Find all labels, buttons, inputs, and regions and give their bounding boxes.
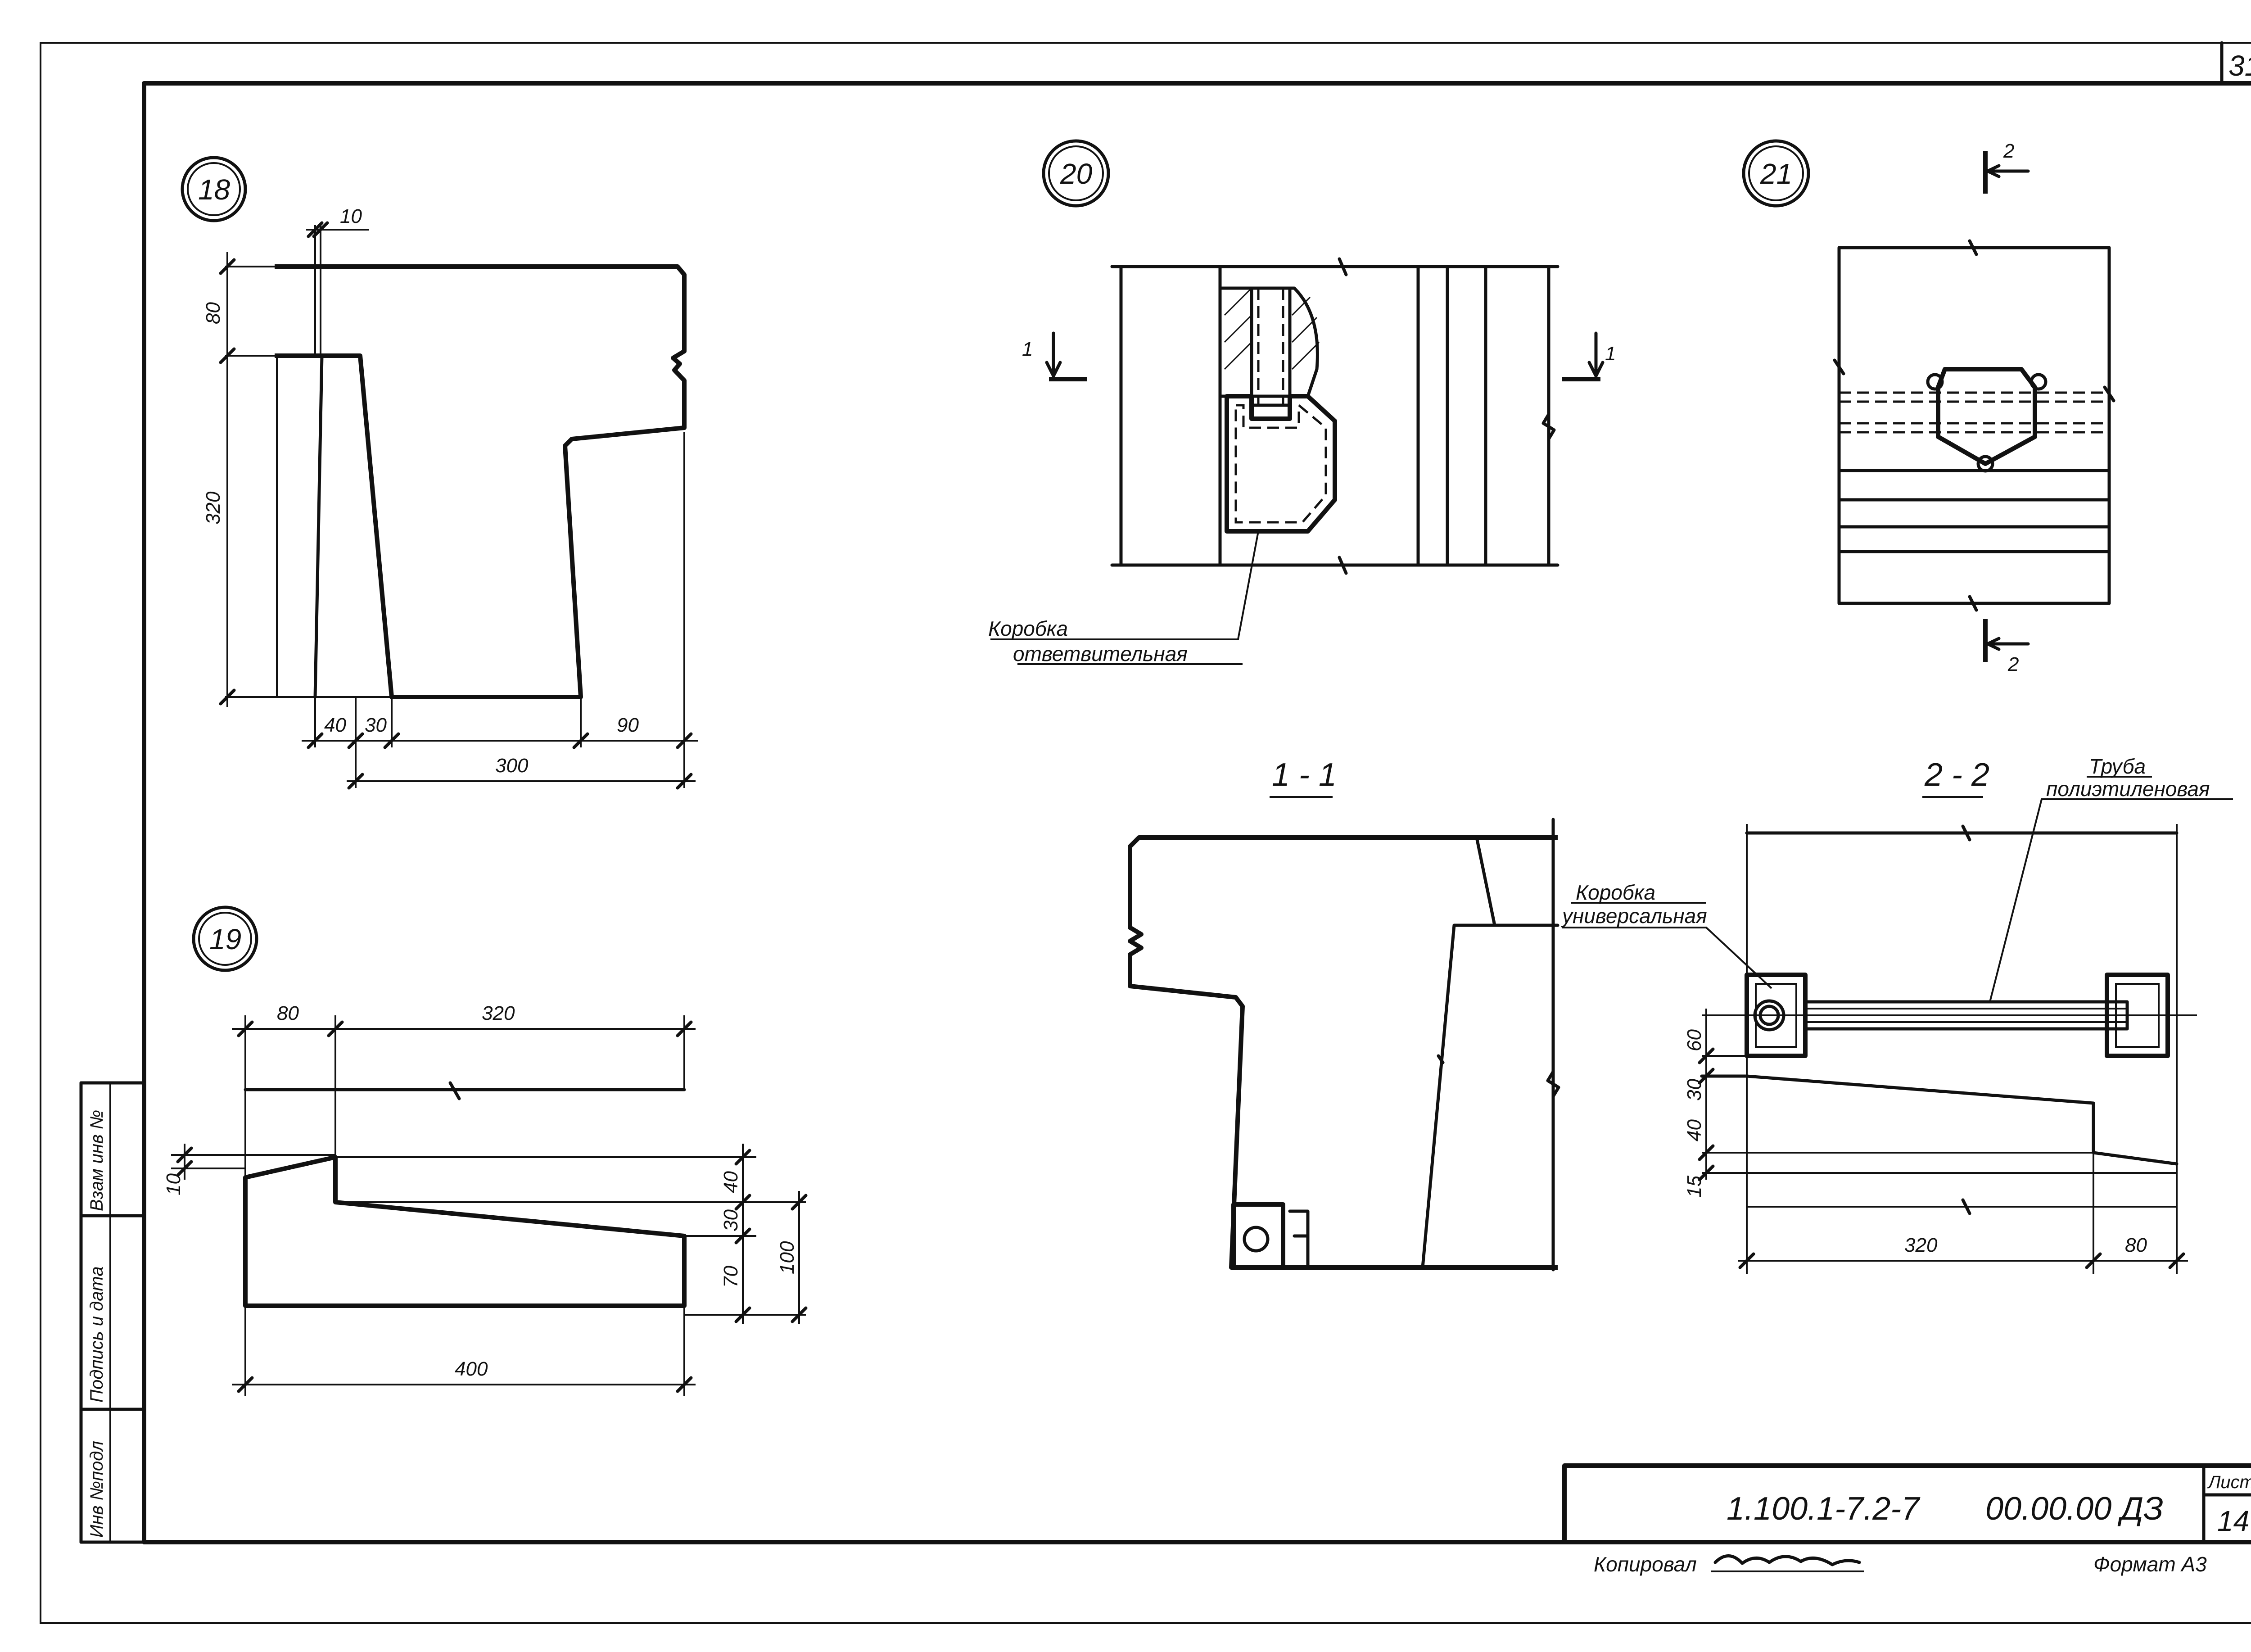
d19-dim-30: 30 <box>720 1209 742 1231</box>
section-1-1-profile <box>1128 835 1558 1270</box>
junction-box-label-1: Коробка <box>988 617 1068 640</box>
d19-dim-320: 320 <box>482 1002 515 1024</box>
section-2-2-title: 2 - 2 <box>1924 757 1989 793</box>
detail-19-number: 19 <box>209 923 241 955</box>
universal-box-label-2: универсальная <box>1561 904 1707 928</box>
d18-dim-320: 320 <box>202 491 224 525</box>
format-label: Формат А3 <box>2093 1552 2207 1576</box>
detail-21: 21 2 2 <box>1742 139 2115 675</box>
section-2-mark-top: 2 <box>2003 140 2014 162</box>
detail-19: 19 80 320 10 40 30 70 100 400 <box>163 905 808 1396</box>
section-2-2: 2 - 2 60 30 40 15 <box>1561 755 2233 1274</box>
stamp-vzam-inv: Взам инв № <box>87 1110 107 1211</box>
detail-20-mark <box>1042 139 1110 208</box>
title-block: 1.100.1-7.2-7 00.00.00 ДЗ Лист 14 <box>1562 1463 2251 1544</box>
s22-dim-320: 320 <box>1904 1234 1938 1256</box>
d18-dim-80: 80 <box>202 302 224 324</box>
s22-dim-40: 40 <box>1683 1119 1705 1141</box>
section-1-mark-left: 1 <box>1022 338 1033 360</box>
detail-18-mark <box>181 156 247 222</box>
d19-dim-70: 70 <box>720 1266 742 1288</box>
detail-20-hatching <box>1224 287 1320 370</box>
pipe-label-2: полиэтиленовая <box>2046 777 2210 801</box>
detail-18-profile <box>275 264 687 699</box>
detail-18-number: 18 <box>198 173 231 206</box>
main-frame <box>142 81 2251 1544</box>
section-1-mark-right: 1 <box>1605 343 1616 365</box>
document-number: 00.00.00 ДЗ <box>1985 1491 2163 1527</box>
stamp-inv-podl: Инв №подл <box>87 1441 107 1538</box>
d19-dim-100: 100 <box>776 1241 798 1274</box>
s22-dim-80: 80 <box>2125 1234 2147 1256</box>
detail-18: 18 80 320 10 40 30 90 300 <box>181 156 698 790</box>
detail-21-mark <box>1742 139 1810 208</box>
detail-20-hatched-area <box>1218 286 1319 398</box>
section-1-1-box <box>1231 1202 1285 1270</box>
d18-dim-30: 30 <box>365 714 387 736</box>
stamp-podpis-data: Подпись и дата <box>87 1266 107 1403</box>
d19-dim-40: 40 <box>720 1171 742 1193</box>
footer: Копировал Формат А3 <box>1594 1552 2207 1576</box>
d18-dim-40: 40 <box>324 714 346 736</box>
s22-dim-60: 60 <box>1683 1029 1705 1051</box>
s22-dim-15: 15 <box>1683 1176 1705 1198</box>
detail-21-number: 21 <box>1760 158 1792 190</box>
detail-20-junction-box <box>1225 394 1337 534</box>
d18-dim-10: 10 <box>340 205 362 227</box>
copied-label: Копировал <box>1594 1552 1697 1576</box>
outer-border <box>40 42 2251 1624</box>
s22-dim-30: 30 <box>1683 1079 1705 1101</box>
detail-19-profile <box>243 1155 687 1308</box>
pipe-label-1: Труба <box>2089 755 2146 778</box>
section-2-2-right-box <box>2105 973 2170 1058</box>
sheet-label: Лист <box>2207 1472 2251 1492</box>
section-1-1: 1 - 1 <box>1128 757 1560 1272</box>
section-1-1-title: 1 - 1 <box>1272 757 1337 793</box>
universal-box-label-1: Коробка <box>1576 881 1655 904</box>
detail-20: 20 1 <box>988 139 1616 665</box>
side-stamp: Инв №подл Подпись и дата Взам инв № <box>79 1081 146 1544</box>
page-number-box: 31 <box>2220 41 2251 85</box>
section-2-mark-bottom: 2 <box>2007 653 2019 675</box>
detail-19-mark <box>192 905 258 972</box>
copier-signature <box>1713 1554 1861 1566</box>
junction-box-label-2: ответвительная <box>1013 642 1188 665</box>
detail-21-box <box>1936 367 2037 466</box>
sheet-number: 14 <box>2217 1505 2249 1537</box>
d19-dim-80: 80 <box>277 1002 299 1024</box>
detail-20-number: 20 <box>1060 158 1093 190</box>
d18-dim-90: 90 <box>617 714 639 736</box>
detail-20-conduit <box>1250 286 1292 407</box>
page-number: 31 <box>2228 50 2251 82</box>
d18-dim-300: 300 <box>495 755 529 777</box>
d19-dim-400: 400 <box>455 1358 488 1380</box>
d19-dim-10: 10 <box>163 1173 185 1195</box>
document-code: 1.100.1-7.2-7 <box>1727 1491 1921 1527</box>
